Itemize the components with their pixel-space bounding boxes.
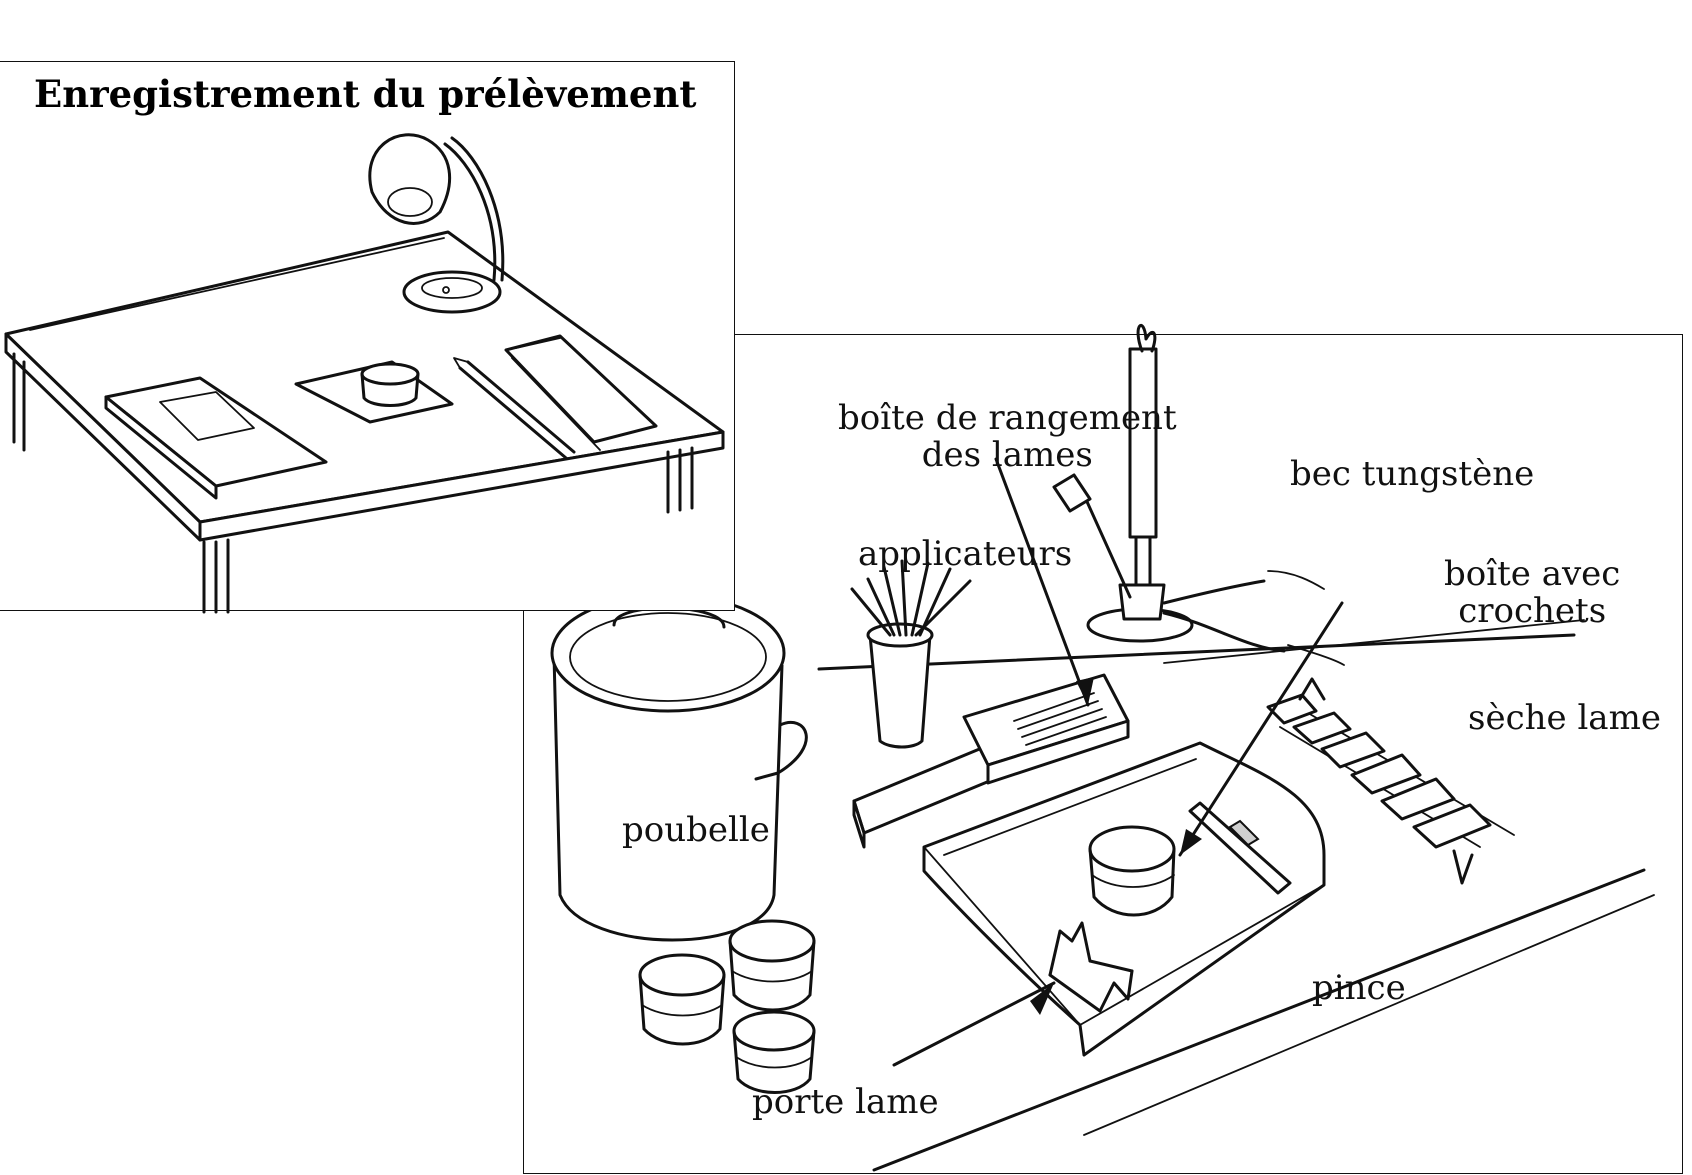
- staining-tray-icon: [924, 743, 1324, 1055]
- tungsten-burner-icon: [1054, 325, 1344, 665]
- label-applicators: applicateurs: [858, 536, 1072, 573]
- applicators-cup-icon: [852, 561, 970, 747]
- panel-sample-recording: Enregistrement du prélèvement: [0, 61, 735, 611]
- label-trash-can: poubelle: [622, 812, 770, 849]
- desk-illustration: [0, 62, 735, 612]
- label-slide-dryer: sèche lame: [1468, 700, 1661, 737]
- label-slide-storage-box: boîte de rangement des lames: [838, 400, 1177, 475]
- sample-containers-icon: [640, 921, 814, 1093]
- label-tweezers: pince: [1312, 970, 1406, 1007]
- trash-can-icon: [552, 595, 806, 940]
- label-hook-box: boîte avec crochets: [1444, 556, 1620, 631]
- label-tungsten-burner: bec tungstène: [1290, 456, 1534, 493]
- label-slide-holder: porte lame: [752, 1084, 939, 1121]
